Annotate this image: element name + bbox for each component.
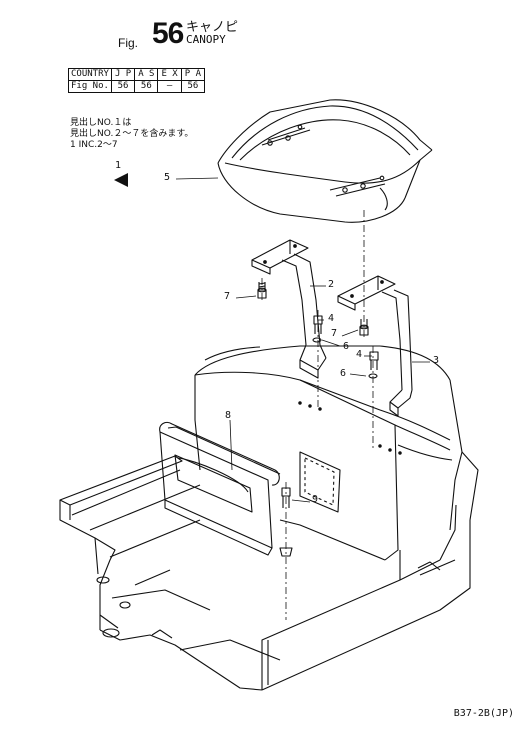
fig-no-cell: — — [157, 80, 182, 93]
callout-4-upper: 4 — [328, 313, 335, 324]
country-table: COUNTRY J P A S E X P A Fig No. 56 56 — … — [68, 68, 206, 93]
note-line-2: 見出しNO.２〜７を含みます。 — [70, 129, 194, 139]
callout-3: 3 — [433, 355, 440, 366]
leader-lines — [175, 177, 430, 503]
callout-7-right: 7 — [331, 328, 338, 339]
machine-base — [59, 451, 479, 691]
figure-prefix: Fig. — [118, 36, 139, 50]
bolt-part-4-upper — [313, 315, 323, 334]
bolt-part-4-lower — [369, 351, 379, 370]
callout-6-upper: 6 — [343, 341, 350, 352]
callout-9: 9 — [312, 494, 319, 505]
callout-7-left: 7 — [224, 291, 231, 302]
callout-5: 5 — [164, 172, 171, 183]
washer-part-6-upper — [312, 337, 322, 343]
canopy-roof-part-5 — [217, 99, 433, 223]
panel-part-8 — [159, 421, 281, 556]
callout-4-lower: 4 — [356, 349, 363, 360]
seat-body — [194, 345, 463, 561]
callout-2: 2 — [328, 279, 335, 290]
drawing-code: B37-2B(JP) — [453, 708, 514, 719]
callout-1: 1 — [115, 160, 122, 171]
country-table-fig-row: Fig No. 56 56 — 56 — [68, 80, 206, 93]
fig-no-cell: 56 — [180, 80, 206, 93]
alignment-lines — [261, 210, 374, 620]
fig-no-cell: 56 — [134, 80, 159, 93]
figure-number: 56 — [152, 17, 184, 50]
country-table-header-row: COUNTRY J P A S E X P A — [68, 68, 206, 81]
bracket-part-3 — [337, 275, 413, 417]
view-direction-arrow-icon — [114, 173, 128, 187]
callout-6-lower: 6 — [340, 368, 347, 379]
figure-title-en: CANOPY — [186, 33, 226, 46]
note-line-1: 見出しNO.１は — [70, 118, 132, 128]
callout-8: 8 — [225, 410, 232, 421]
bracket-part-2 — [251, 239, 327, 379]
figure-title-jp: キャノピ — [186, 20, 239, 35]
bolt-part-9 — [279, 487, 293, 557]
note-line-3: 1 INC.2〜7 — [70, 140, 118, 150]
